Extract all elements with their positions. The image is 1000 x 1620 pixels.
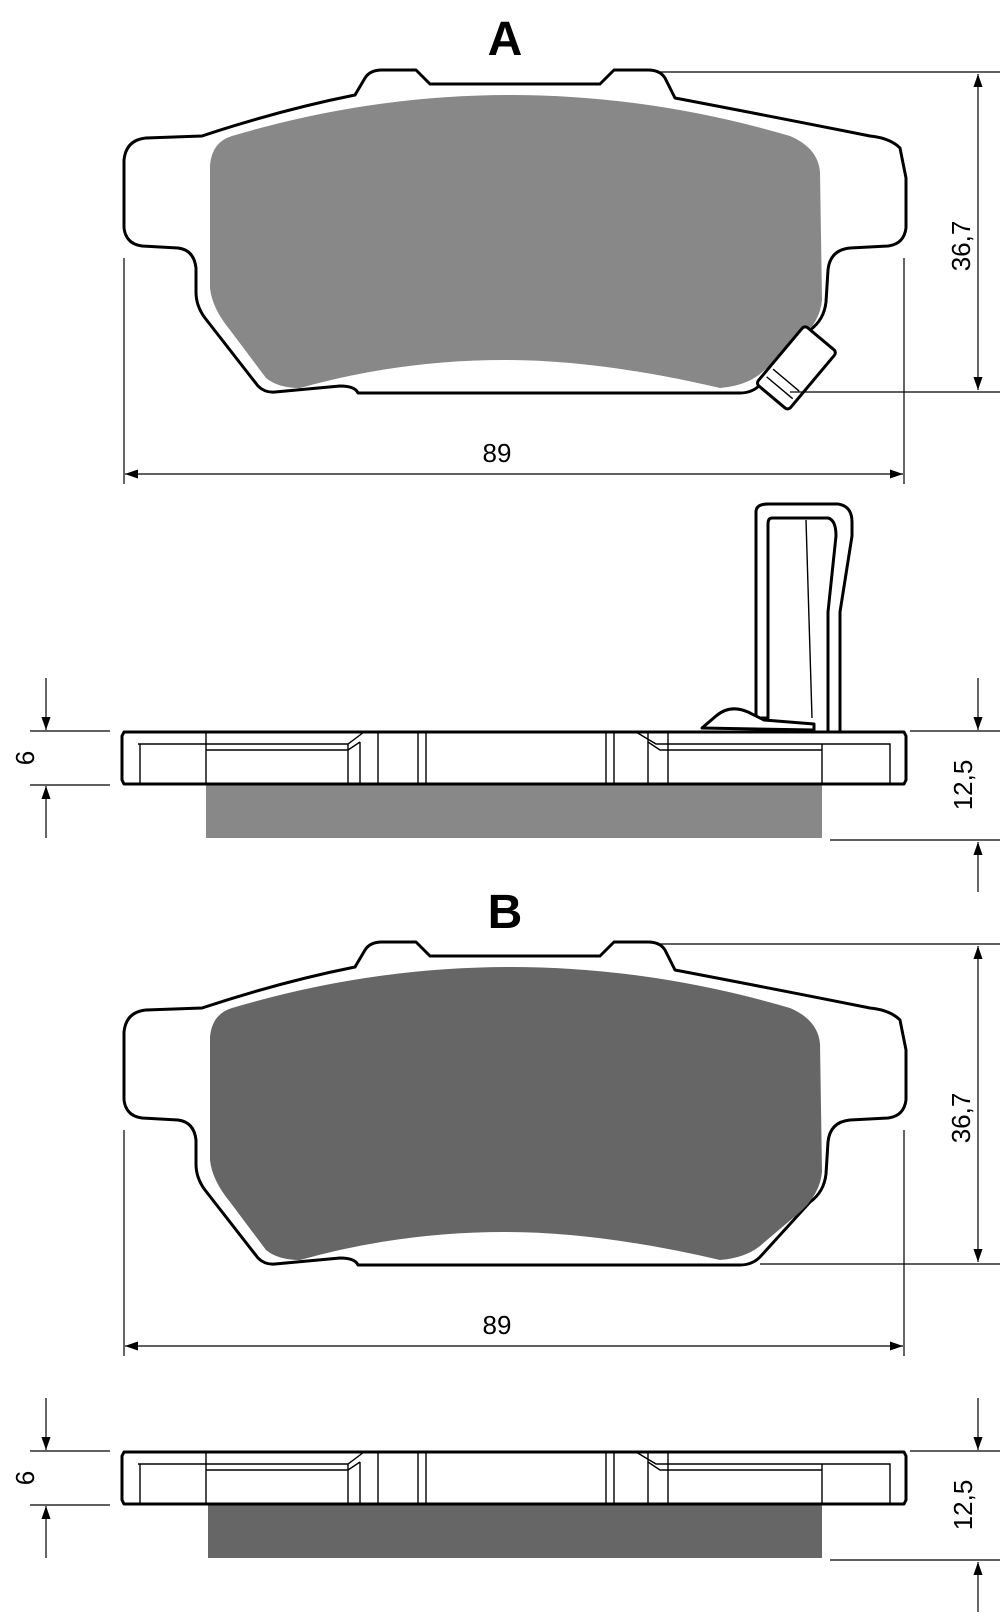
variant-b-backplate-thickness-label: 6 (10, 1471, 40, 1485)
variant-a-label: A (488, 13, 523, 66)
variant-a: A 89 36,7 (10, 13, 1000, 892)
variant-b-label: B (488, 886, 523, 939)
variant-b-friction-pad (210, 967, 822, 1260)
variant-a-wear-clip (756, 325, 837, 411)
variant-b-total-thickness-label: 12,5 (948, 1480, 978, 1531)
variant-b-dimensions: 89 36,7 (123, 943, 1000, 1356)
variant-a-height-label: 36,7 (946, 221, 976, 272)
variant-a-friction-pad (210, 95, 822, 388)
variant-b-front-view (122, 940, 908, 1267)
variant-b-friction-side (208, 1503, 822, 1558)
variant-b-height-label: 36,7 (946, 1093, 976, 1144)
variant-a-total-thickness-label: 12,5 (948, 760, 978, 811)
variant-b: B 89 36,7 (10, 886, 1000, 1612)
variant-b-backplate-side (120, 1450, 908, 1506)
variant-b-side-view (120, 1450, 908, 1558)
variant-a-backplate-side (120, 730, 908, 786)
variant-a-side-dimensions: 6 12,5 (10, 678, 1000, 892)
variant-a-width-label: 89 (483, 438, 512, 468)
variant-a-friction-side (206, 783, 822, 838)
variant-a-backplate-thickness-label: 6 (10, 751, 40, 765)
variant-a-side-view (120, 502, 908, 838)
variant-b-side-dimensions: 6 12,5 (10, 1398, 1000, 1612)
variant-a-dimensions: 89 36,7 (123, 71, 1000, 484)
variant-b-width-label: 89 (483, 1310, 512, 1340)
variant-a-front-view (122, 68, 908, 411)
